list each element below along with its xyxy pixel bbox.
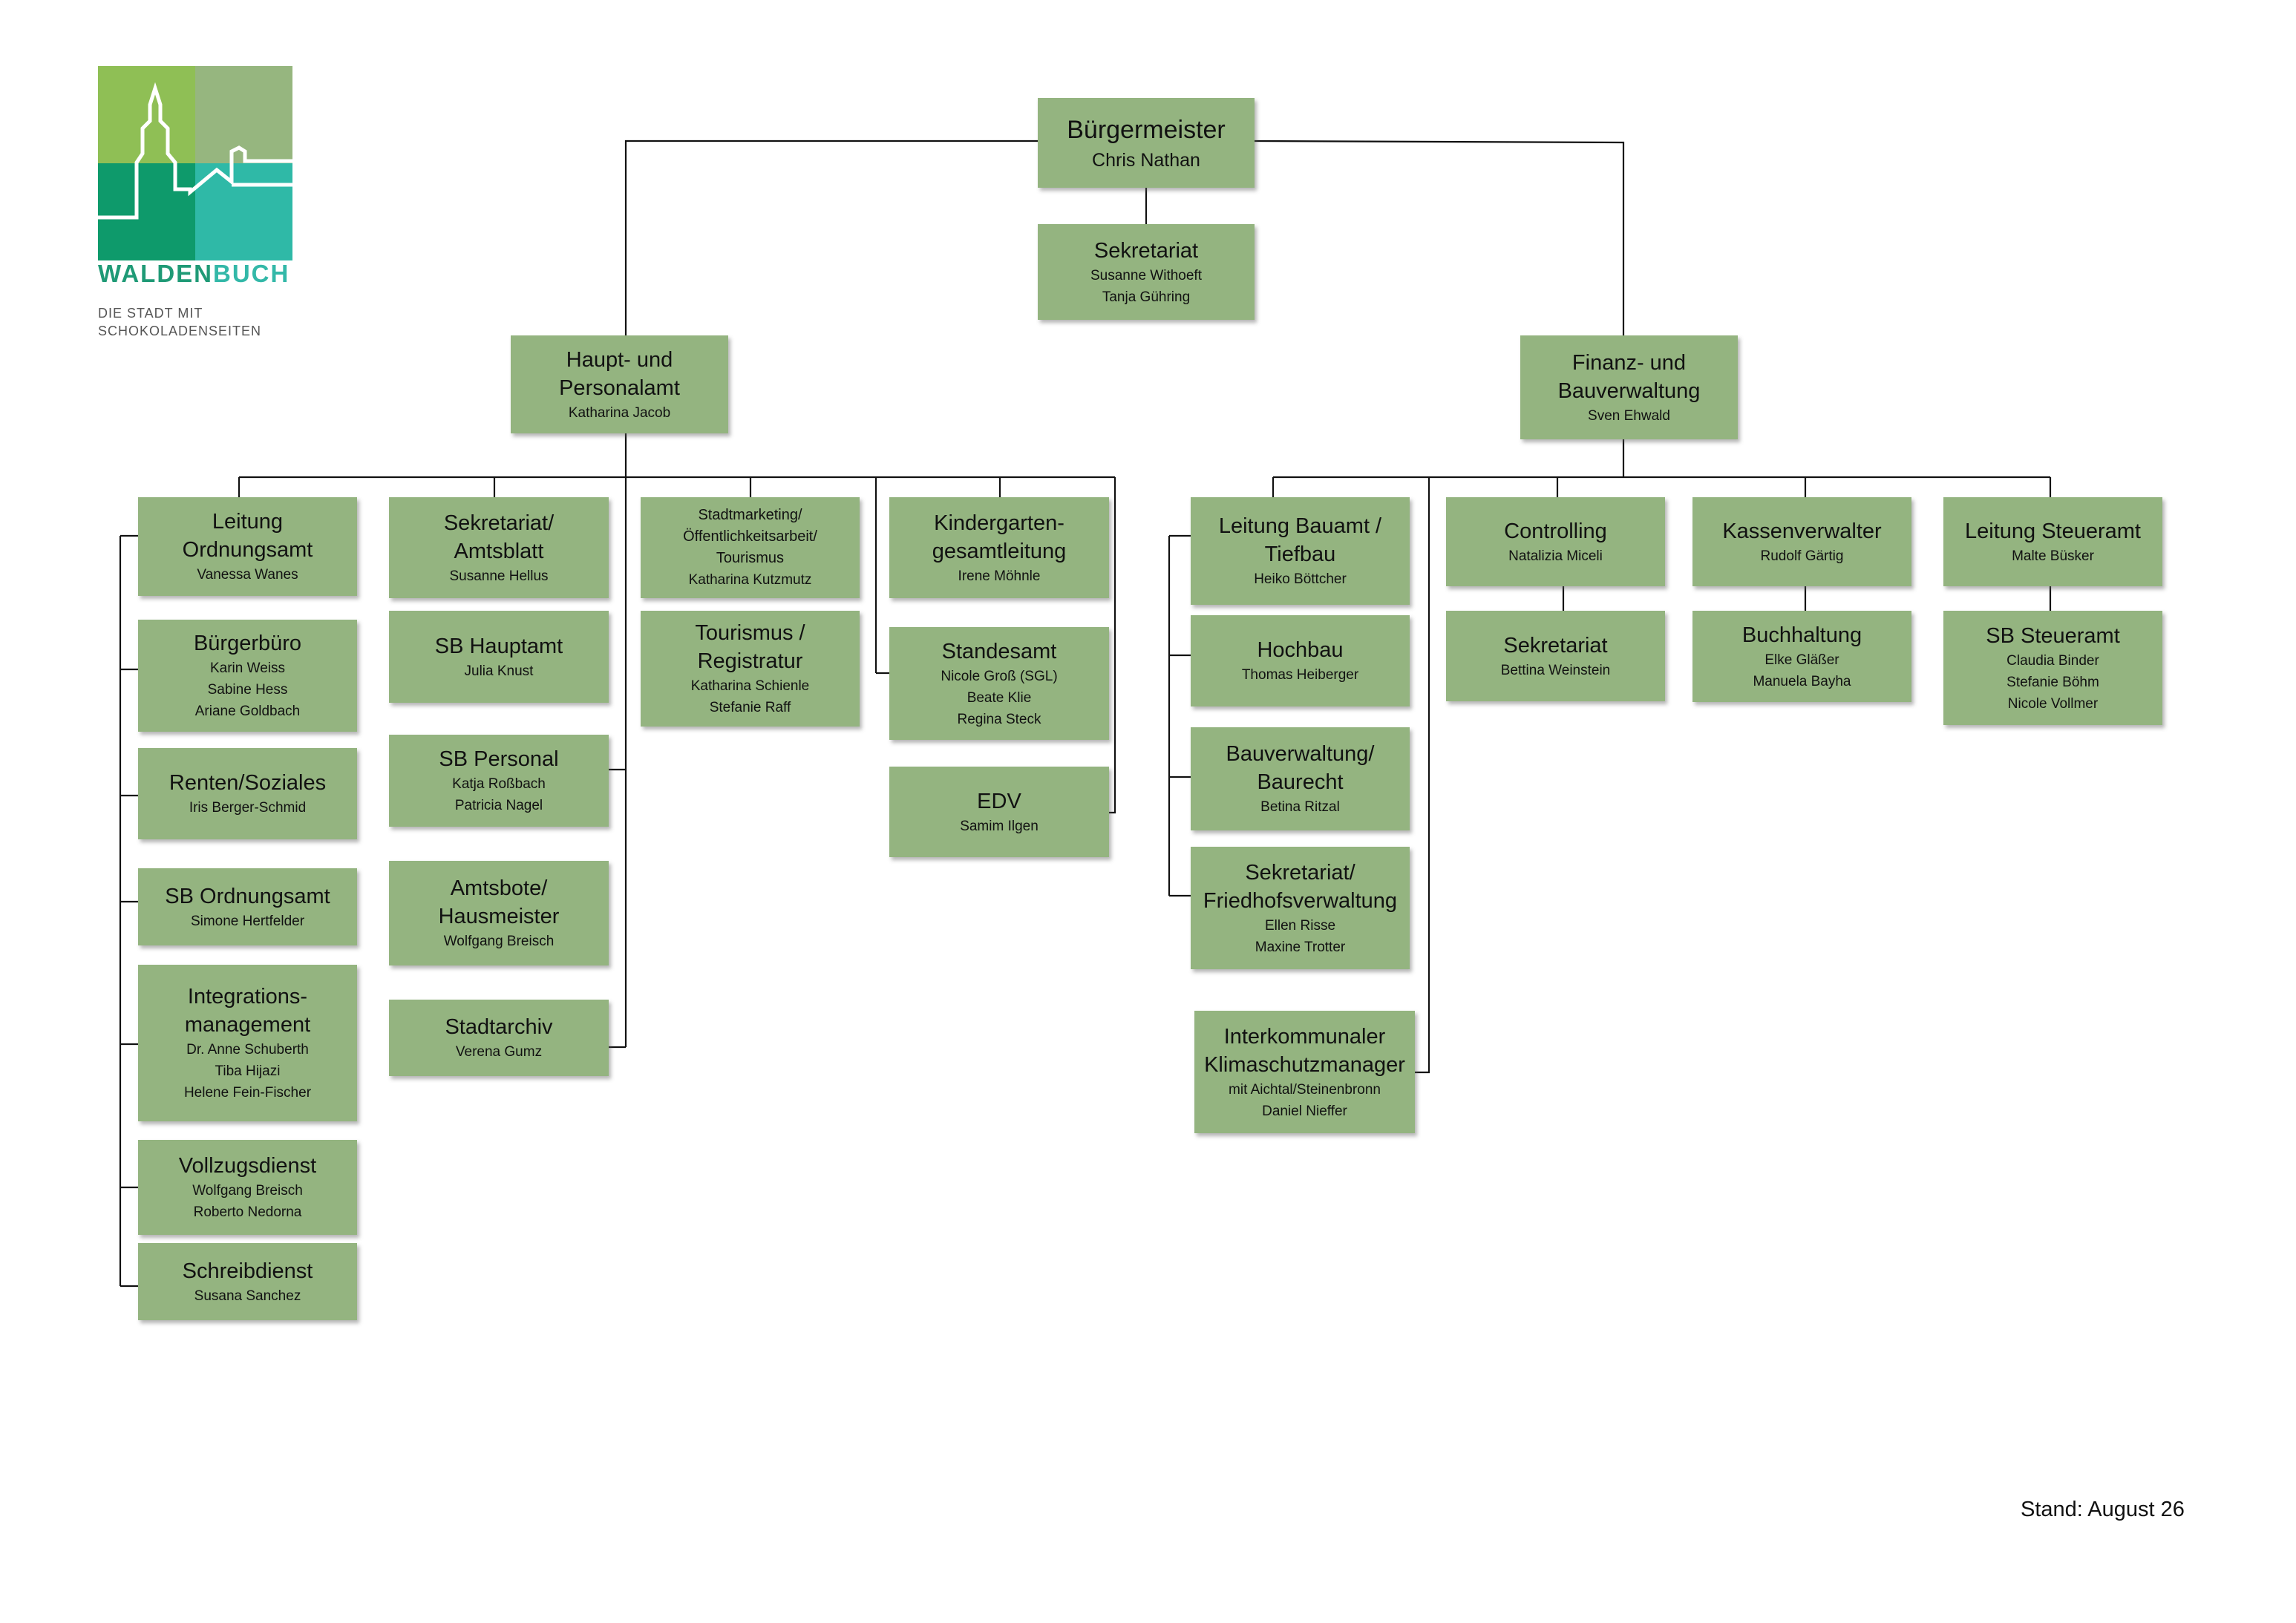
org-box-bauamt: Leitung Bauamt / Tiefbau Heiko Böttcher [1191,497,1410,605]
org-box-finanz: Finanz- und Bauverwaltung Sven Ehwald [1520,335,1738,439]
org-box-buchhaltung: Buchhaltung Elke Gläßer Manuela Bayha [1692,611,1911,702]
org-box-buergermeister: Bürgermeister Chris Nathan [1038,98,1255,188]
connector-bm-hauptamt [624,140,1038,335]
org-box-buergerbuero: Bürgerbüro Karin Weiss Sabine Hess Arian… [138,620,357,732]
org-box-ordnungsamt: Leitung Ordnungsamt Vanessa Wanes [138,497,357,596]
org-box-stadtmarketing: Stadtmarketing/ Öffentlichkeitsarbeit/ T… [641,497,860,598]
org-box-standesamt: Standesamt Nicole Groß (SGL) Beate Klie … [889,627,1109,740]
logo-tagline: DIE STADT MIT SCHOKOLADENSEITEN [98,306,262,338]
org-box-klimaschutz: Interkommunaler Klimaschutzmanager mit A… [1194,1011,1415,1133]
org-box-amtsbote: Amtsbote/ Hausmeister Wolfgang Breisch [389,861,609,965]
org-box-kassenverwalter: Kassenverwalter Rudolf Gärtig [1692,497,1911,586]
stand-date: Stand: August 26 [2021,1498,2185,1521]
org-box-tourismus: Tourismus / Registratur Katharina Schien… [641,611,860,727]
org-box-kindergarten: Kindergarten- gesamtleitung Irene Möhnle [889,497,1109,598]
org-box-sb-steueramt: SB Steueramt Claudia Binder Stefanie Böh… [1943,611,2162,725]
org-box-schreibdienst: Schreibdienst Susana Sanchez [138,1243,357,1320]
waldenbuch-logo-icon [98,66,292,260]
org-box-sekretariat-bm: Sekretariat Susanne Withoeft Tanja Gühri… [1038,224,1255,320]
org-box-controlling: Controlling Natalizia Miceli [1446,497,1665,586]
logo-wordmark: WALDENBUCH [98,260,290,287]
org-box-stadtarchiv: Stadtarchiv Verena Gumz [389,1000,609,1076]
org-box-sb-personal: SB Personal Katja Roßbach Patricia Nagel [389,735,609,827]
org-box-friedhof: Sekretariat/ Friedhofsverwaltung Ellen R… [1191,847,1410,969]
org-box-sekretariat-amtsblatt: Sekretariat/ Amtsblatt Susanne Hellus [389,497,609,598]
org-box-sb-hauptamt: SB Hauptamt Julia Knust [389,611,609,703]
org-box-steueramt: Leitung Steueramt Malte Büsker [1943,497,2162,586]
org-box-sb-ordnungsamt: SB Ordnungsamt Simone Hertfelder [138,868,357,945]
org-box-renten: Renten/Soziales Iris Berger-Schmid [138,748,357,839]
org-box-baurecht: Bauverwaltung/ Baurecht Betina Ritzal [1191,727,1410,830]
org-box-sekretariat-controlling: Sekretariat Bettina Weinstein [1446,611,1665,701]
connector-bm-finanz [1254,140,1625,335]
org-box-hochbau: Hochbau Thomas Heiberger [1191,615,1410,706]
org-box-vollzug: Vollzugsdienst Wolfgang Breisch Roberto … [138,1140,357,1235]
org-box-hauptamt: Haupt- und Personalamt Katharina Jacob [511,335,728,433]
org-box-integration: Integrations- management Dr. Anne Schube… [138,965,357,1121]
org-box-edv: EDV Samim Ilgen [889,767,1109,857]
